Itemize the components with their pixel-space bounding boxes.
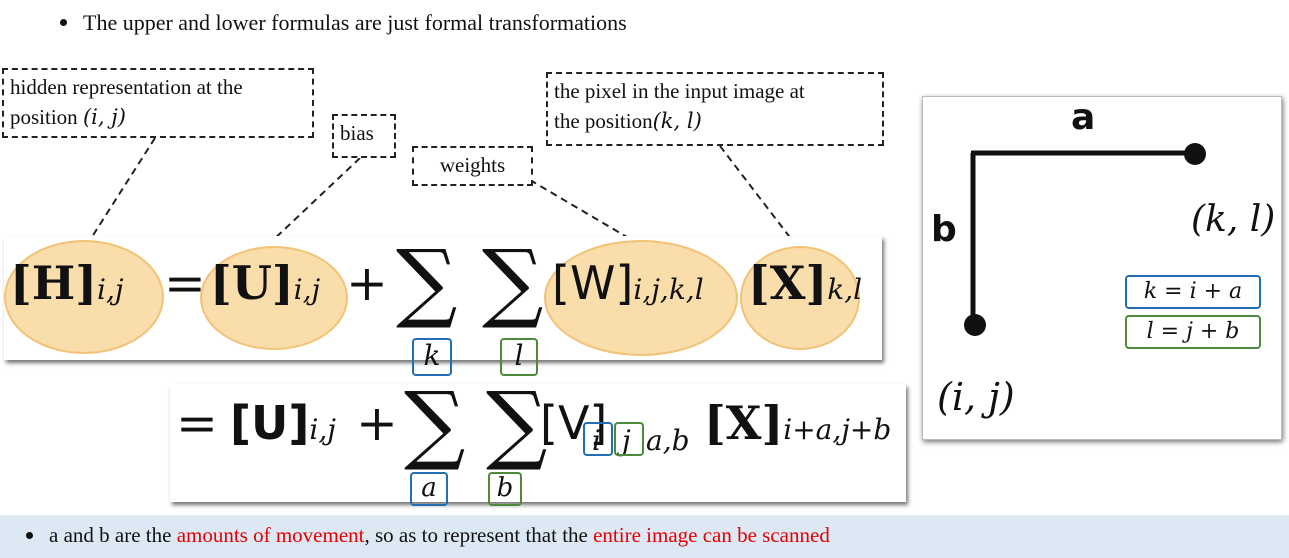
- equation-k: k = i + a: [1125, 275, 1261, 309]
- formula-top-eq: =: [164, 254, 206, 312]
- callout-bias: bias: [332, 114, 396, 158]
- callout-pixel-line1: the pixel in the input image at: [554, 79, 805, 103]
- callout-weights: weights: [412, 146, 533, 186]
- index-box-Vi: [583, 422, 613, 456]
- callout-hidden-line1: hidden representation at the: [10, 75, 243, 99]
- offset-diagram: a b (k, l) (i, j) k = i + a l = j + b: [922, 96, 1282, 440]
- callout-pixel-pos: (k, l): [652, 109, 702, 133]
- formula-bottom-plus: +: [356, 394, 398, 452]
- callout-hidden-pos: (i, j): [82, 105, 126, 129]
- formula-top-sum-l: ∑: [482, 232, 544, 332]
- formula-top-U: [U]i,j: [210, 256, 321, 310]
- label-kl: (k, l): [1191, 199, 1276, 240]
- index-box-l: l: [500, 338, 538, 376]
- formula-top-H: [H]i,j: [10, 256, 124, 310]
- highlight-W: [544, 240, 738, 356]
- bottom-bullet: a and b are the amounts of movement, so …: [26, 523, 830, 548]
- equation-l: l = j + b: [1125, 315, 1261, 349]
- formula-top-W: [W]i,j,k,l: [552, 256, 704, 310]
- connector-pixel: [719, 145, 793, 241]
- point-kl-dot: [1184, 143, 1206, 165]
- formula-panel-bottom: = [U]i,j + ∑ ∑ [V] i j a,b [X]i+a,j+b: [170, 374, 906, 502]
- formula-top-X: [X]k,l: [748, 256, 863, 310]
- highlight-U: [200, 246, 348, 350]
- highlight-movement: amounts of movement: [176, 523, 365, 547]
- formula-top-plus: +: [346, 254, 388, 312]
- connector-weights: [529, 179, 633, 241]
- highlight-X: [740, 246, 860, 350]
- top-bullet-text: The upper and lower formulas are just fo…: [83, 10, 627, 35]
- point-ij-dot: [964, 314, 986, 336]
- top-bullet: The upper and lower formulas are just fo…: [60, 10, 627, 36]
- callout-weights-text: weights: [439, 153, 506, 177]
- formula-bottom-V-i: i: [592, 424, 601, 457]
- index-box-k: k: [412, 338, 452, 376]
- formula-top-sum-k: ∑: [396, 232, 458, 332]
- callout-pixel-line2: the position(k, l): [554, 109, 702, 133]
- formula-bottom-U: [U]i,j: [230, 396, 336, 450]
- formula-bottom-V-j: j: [622, 424, 631, 457]
- offset-diagram-lines: [964, 143, 1206, 336]
- index-box-Vj: [614, 422, 644, 456]
- formula-bottom-eq: =: [176, 394, 218, 452]
- index-box-b: b: [488, 472, 522, 506]
- callout-hidden-line2: position (i, j): [10, 105, 126, 129]
- formula-bottom-sum-a: ∑: [404, 374, 466, 474]
- bullet-dot: [26, 531, 33, 539]
- formula-bottom-X: [X]i+a,j+b: [704, 396, 892, 450]
- label-a: a: [1071, 97, 1096, 138]
- bullet-dot: [60, 19, 67, 27]
- connector-bias: [269, 157, 361, 244]
- formula-bottom-V-rest: a,b: [646, 424, 690, 457]
- callout-bias-text: bias: [340, 121, 374, 145]
- label-ij: (i, j): [937, 375, 1015, 419]
- highlight-scanned: entire image can be scanned: [593, 523, 830, 547]
- formula-bottom-sum-b: ∑: [486, 374, 548, 474]
- callout-pixel: the pixel in the input image at the posi…: [546, 72, 884, 146]
- formula-panel-top: [H]i,j = [U]i,j + ∑ ∑ [W]i,j,k,l [X]k,l: [4, 232, 882, 360]
- label-b: b: [931, 209, 957, 250]
- highlight-H: [4, 240, 164, 354]
- index-box-a: a: [410, 472, 448, 506]
- bottom-bullet-bar: a and b are the amounts of movement, so …: [0, 515, 1289, 558]
- callout-hidden-representation: hidden representation at the position (i…: [2, 68, 314, 138]
- connector-hidden: [89, 137, 156, 241]
